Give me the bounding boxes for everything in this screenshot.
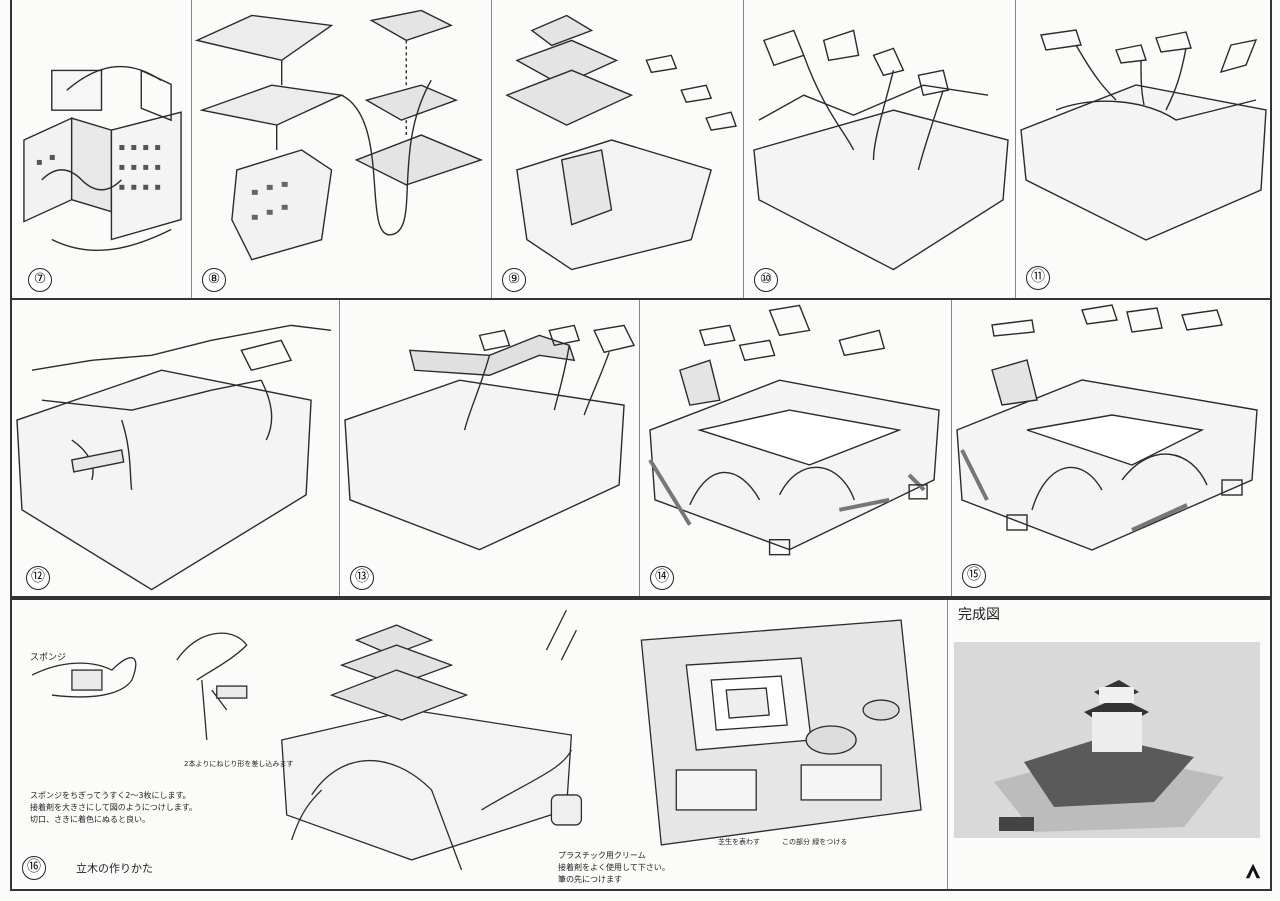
sponge-note: スポンジをちぎってうすく2～3枚にします。 接着剤を大きさにして図のようにつけし… <box>30 791 197 824</box>
step-16-number: ⑯ <box>22 856 46 880</box>
step-8-number: ⑧ <box>202 268 226 292</box>
step-13-illustration <box>344 324 636 551</box>
step-9-illustration <box>505 14 737 271</box>
step-16-panel: スポンジ 2本よりにねじり形を差し込みます スポンジをちぎってうすく2～3枚にし… <box>12 600 948 889</box>
row-2-frame <box>10 298 1272 598</box>
step-15-illustration <box>956 304 1258 551</box>
base-note-2: この部分 緑をつける <box>782 838 848 846</box>
step-14-number: ⑭ <box>650 566 674 590</box>
sponge-label: スポンジ <box>30 653 67 663</box>
wire-note: 2本よりにねじり形を差し込みます <box>184 760 294 768</box>
step-11-panel: ⑪ <box>1016 0 1270 298</box>
step-15-panel: ⑮ <box>952 300 1270 596</box>
completed-model-photo <box>954 642 1260 838</box>
step-10-number: ⑩ <box>754 268 778 292</box>
step-14-panel: ⑭ <box>640 300 952 596</box>
step-12-illustration <box>16 324 332 591</box>
row-3-frame <box>10 598 1272 891</box>
step-16-illustration <box>31 609 922 871</box>
step-15-number: ⑮ <box>962 564 986 588</box>
step-11-illustration <box>1020 29 1267 241</box>
step-7-number: ⑦ <box>28 268 52 292</box>
step-9-number: ⑨ <box>502 268 526 292</box>
glue-note: プラスチック用クリーム 接着剤をよく使用して下さい。 筆の先につけます <box>558 851 670 884</box>
logo-icon <box>1245 863 1261 879</box>
step-13-panel: ⑬ <box>340 300 640 596</box>
completed-model-illustration <box>994 680 1224 832</box>
step-7-panel: ⑦ <box>12 0 192 298</box>
step-12-panel: ⑫ <box>12 300 340 596</box>
step-8-panel: ⑧ <box>192 0 492 298</box>
step-9-panel: ⑨ <box>492 0 744 298</box>
step-11-number: ⑪ <box>1026 266 1050 290</box>
step-12-number: ⑫ <box>26 566 50 590</box>
tree-making-title: 立木の作りかた <box>76 862 153 875</box>
completed-panel: 完成図 <box>948 600 1270 889</box>
completed-title: 完成図 <box>958 607 1000 623</box>
step-10-panel: ⑩ <box>744 0 1016 298</box>
step-10-illustration <box>753 29 1009 271</box>
step-14-illustration <box>648 304 940 556</box>
step-7-illustration <box>23 65 182 251</box>
step-8-illustration <box>194 9 484 261</box>
step-13-number: ⑬ <box>350 566 374 590</box>
base-note-1: 芝生を表わす <box>718 838 760 846</box>
